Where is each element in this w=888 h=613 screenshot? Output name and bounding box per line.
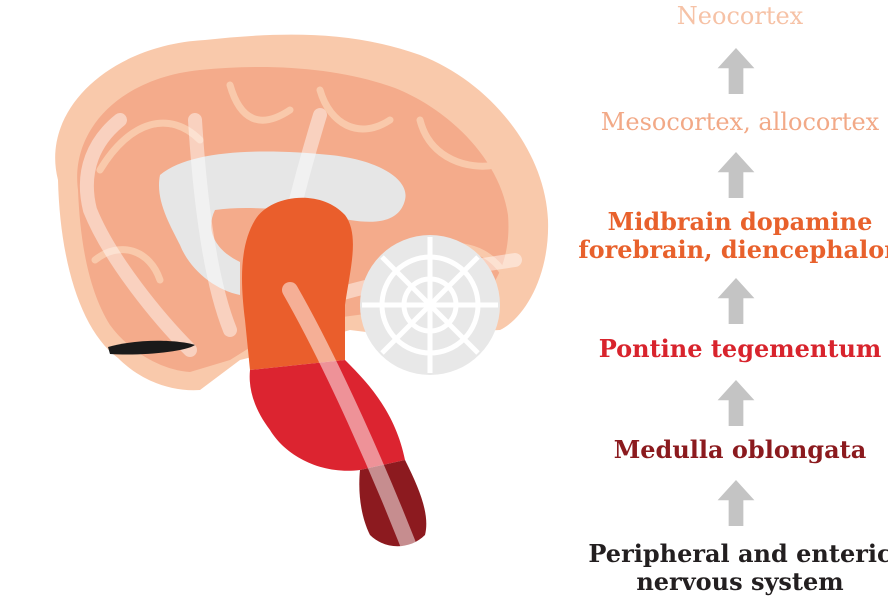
level-medulla-oblongata: Medulla oblongata	[560, 436, 888, 464]
level-midbrain-line1: Midbrain dopamine	[560, 208, 888, 236]
level-midbrain-line2: forebrain, diencephalon	[560, 236, 888, 264]
level-peripheral-enteric: Peripheral and enteric nervous system	[560, 540, 888, 597]
level-midbrain-dopamine: Midbrain dopamine forebrain, diencephalo…	[560, 208, 888, 265]
up-arrow-icon	[716, 48, 756, 94]
level-peripheral-line2: nervous system	[560, 568, 888, 596]
level-mesocortex: Mesocortex, allocortex	[560, 108, 888, 136]
cerebellum-folia	[362, 237, 498, 373]
up-arrow-icon	[716, 152, 756, 198]
midbrain	[242, 198, 353, 370]
up-arrow-icon	[716, 480, 756, 526]
up-arrow-icon	[716, 380, 756, 426]
up-arrow-icon	[716, 278, 756, 324]
level-peripheral-line1: Peripheral and enteric	[560, 540, 888, 568]
level-pontine-tegementum: Pontine tegementum	[560, 335, 888, 363]
brain-illustration	[0, 0, 560, 613]
level-neocortex: Neocortex	[560, 2, 888, 30]
